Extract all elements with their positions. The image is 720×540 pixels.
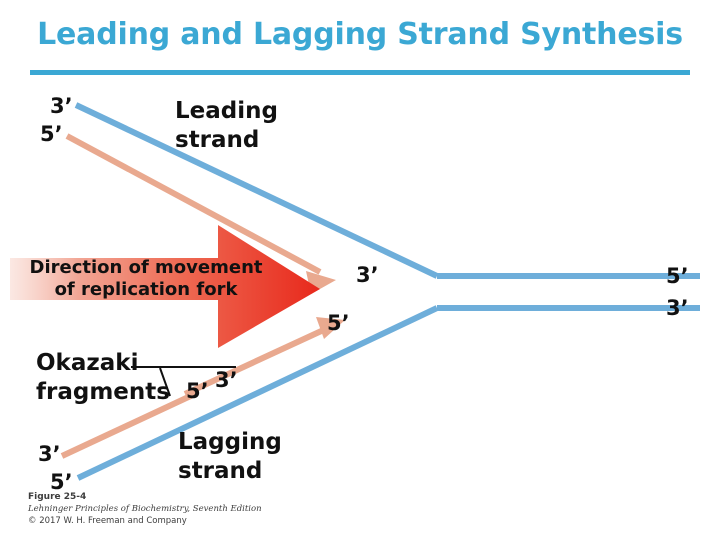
label-okazaki-line1: Okazaki — [36, 350, 138, 376]
replication-fork-diagram: Direction of movement of replication for… — [10, 94, 700, 494]
figure-number: Figure 25-4 — [28, 492, 87, 502]
replication-fork-figure: Direction of movement of replication for… — [0, 82, 720, 540]
label-top-left-five-prime: 5’ — [40, 122, 63, 146]
okazaki-fragment-upper-arrowhead — [316, 317, 345, 339]
label-right-bottom-three-prime: 3’ — [666, 296, 689, 320]
label-bottom-left-three-prime: 3’ — [38, 442, 61, 466]
label-top-left-three-prime: 3’ — [50, 94, 73, 118]
figure-copyright: © 2017 W. H. Freeman and Company — [28, 516, 187, 527]
label-okazaki-five-prime: 5’ — [186, 379, 209, 403]
replication-fork-direction-arrow — [10, 225, 320, 348]
leading-new-strand-line — [65, 133, 322, 275]
figure-source: Lehninger Principles of Biochemistry, Se… — [28, 504, 262, 515]
fork-arrow-label-line1: Direction of movement — [30, 257, 263, 278]
page-title: Leading and Lagging Strand Synthesis — [37, 17, 683, 52]
okazaki-fragment-upper — [183, 324, 332, 397]
label-bottom-left-five-prime: 5’ — [50, 470, 73, 494]
title-underline-rule — [30, 70, 690, 75]
okazaki-leader-line-diagonal — [159, 367, 171, 397]
leading-template-strand-line — [74, 102, 439, 279]
fork-arrow-label-line2: of replication fork — [55, 279, 239, 300]
label-leading-end-three-prime: 3’ — [356, 263, 379, 287]
label-lagging-strand-line2: strand — [178, 458, 262, 484]
label-leading-strand-line2: strand — [175, 127, 259, 153]
lagging-template-strand-line — [76, 305, 439, 481]
label-leading-strand-line1: Leading — [175, 98, 278, 124]
label-okazaki-line2: fragments — [36, 379, 170, 405]
label-lagging-strand-line1: Lagging — [178, 429, 282, 455]
figure-credit-block: Figure 25-4 Lehninger Principles of Bioc… — [28, 491, 448, 528]
label-right-top-five-prime: 5’ — [666, 264, 689, 288]
okazaki-fragment-lower — [60, 390, 199, 459]
label-okazaki-three-prime: 3’ — [215, 368, 238, 392]
label-fork-five-prime: 5’ — [327, 311, 350, 335]
